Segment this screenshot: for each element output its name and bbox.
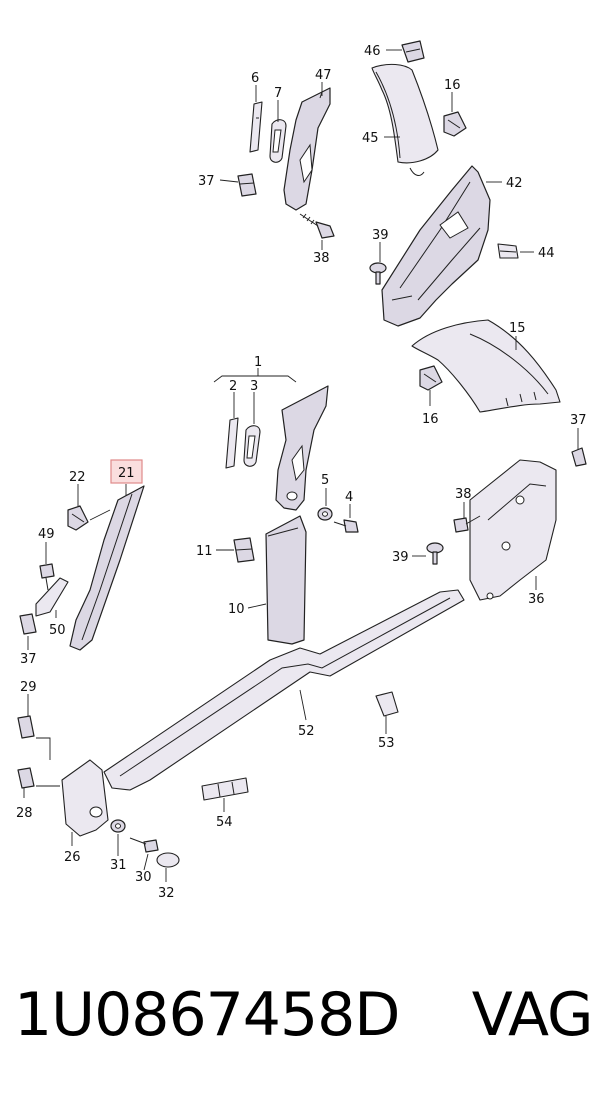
leader-lines bbox=[23, 49, 579, 882]
callout-31: 31 bbox=[110, 858, 127, 873]
callout-16-upper: 16 bbox=[444, 78, 461, 93]
sill-trim-52 bbox=[103, 589, 465, 791]
b-pillar-trim-1 bbox=[275, 385, 329, 511]
screw-38-right bbox=[453, 515, 481, 533]
part-number-caption: 1U0867458D VAG bbox=[14, 980, 593, 1050]
callout-37-right: 37 bbox=[570, 413, 587, 428]
callout-3: 3 bbox=[250, 379, 258, 394]
clip-37-left bbox=[19, 613, 37, 635]
callout-46: 46 bbox=[364, 44, 381, 59]
callout-1: 1 bbox=[254, 355, 262, 370]
grommet-7 bbox=[269, 119, 287, 163]
b-pillar-lower-10 bbox=[265, 515, 307, 645]
callout-6: 6 bbox=[251, 71, 259, 86]
callout-5: 5 bbox=[321, 473, 329, 488]
callout-49: 49 bbox=[38, 527, 55, 542]
callout-16-lower: 16 bbox=[422, 412, 439, 427]
pin-39-right bbox=[426, 542, 444, 565]
callout-38-right: 38 bbox=[455, 487, 472, 502]
callout-2: 2 bbox=[229, 379, 237, 394]
quarter-trim-15 bbox=[411, 319, 561, 413]
clip-16-upper bbox=[443, 111, 467, 137]
callout-28: 28 bbox=[16, 806, 33, 821]
callout-37-left: 37 bbox=[20, 652, 37, 667]
callout-1-bracket bbox=[213, 368, 297, 383]
clip-22 bbox=[67, 505, 89, 531]
clip-46 bbox=[401, 40, 425, 63]
lower-trim-26 bbox=[61, 759, 109, 837]
callout-54: 54 bbox=[216, 815, 233, 830]
callout-39-upper: 39 bbox=[372, 228, 389, 243]
callout-4: 4 bbox=[345, 490, 353, 505]
callout-7: 7 bbox=[274, 86, 282, 101]
callout-38-upper: 38 bbox=[313, 251, 330, 266]
washer-31 bbox=[110, 819, 126, 833]
callout-29: 29 bbox=[20, 680, 37, 695]
rear-panel-36 bbox=[469, 459, 557, 601]
pillar-trim-42 bbox=[381, 165, 491, 327]
bracket-50 bbox=[35, 577, 69, 617]
a-pillar-lower-21 bbox=[69, 485, 145, 651]
pin-39-upper bbox=[369, 262, 387, 285]
callout-50: 50 bbox=[49, 623, 66, 638]
callout-42: 42 bbox=[506, 176, 523, 191]
callout-21-highlight bbox=[110, 459, 143, 484]
callout-15: 15 bbox=[509, 321, 526, 336]
callout-21: 21 bbox=[118, 466, 135, 481]
pillar-trim-45 bbox=[371, 63, 439, 176]
clip-37-upper bbox=[237, 173, 257, 197]
washer-5 bbox=[317, 507, 333, 521]
callout-37-upper: 37 bbox=[198, 174, 215, 189]
screw-38-upper bbox=[299, 213, 335, 239]
callout-10: 10 bbox=[228, 602, 245, 617]
callout-36: 36 bbox=[528, 592, 545, 607]
callout-32: 32 bbox=[158, 886, 175, 901]
callout-44: 44 bbox=[538, 246, 555, 261]
screw-49 bbox=[39, 563, 55, 591]
clip-44 bbox=[497, 243, 519, 259]
clip-53 bbox=[375, 691, 399, 717]
clip-28 bbox=[17, 767, 35, 789]
callout-26: 26 bbox=[64, 850, 81, 865]
clip-11 bbox=[233, 537, 255, 563]
callout-52: 52 bbox=[298, 724, 315, 739]
callout-labels: 46 6 7 47 16 45 37 42 39 38 44 15 1 2 3 … bbox=[16, 44, 587, 901]
screw-4 bbox=[333, 519, 359, 533]
strip-2 bbox=[225, 417, 239, 469]
callout-11: 11 bbox=[196, 544, 213, 559]
callout-47: 47 bbox=[315, 68, 332, 83]
strip-6 bbox=[249, 101, 263, 153]
callout-53: 53 bbox=[378, 736, 395, 751]
callout-39-right: 39 bbox=[392, 550, 409, 565]
a-pillar-trim-47 bbox=[283, 87, 331, 211]
screw-30 bbox=[129, 837, 159, 853]
cap-32 bbox=[156, 852, 180, 868]
callout-45: 45 bbox=[362, 131, 379, 146]
clip-37-right bbox=[571, 447, 587, 467]
callout-30: 30 bbox=[135, 870, 152, 885]
clip-16-lower bbox=[419, 365, 443, 391]
clip-54 bbox=[201, 777, 249, 801]
callout-22: 22 bbox=[69, 470, 86, 485]
clip-29 bbox=[17, 715, 35, 739]
grommet-3 bbox=[243, 425, 261, 467]
